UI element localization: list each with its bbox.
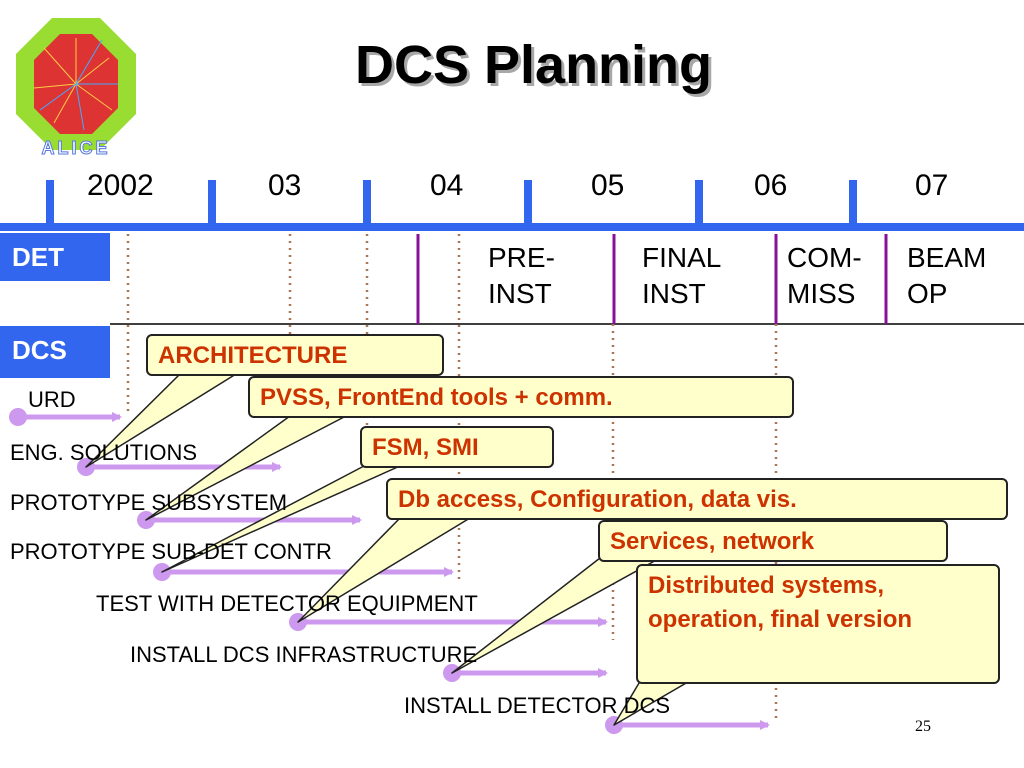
timeline-tick <box>46 180 54 226</box>
slide-title: DCS Planning <box>355 35 713 95</box>
callout-services-network: Services, network <box>598 520 948 562</box>
timeline-tick <box>208 180 216 226</box>
page-number: 25 <box>915 718 931 735</box>
year-label: 04 <box>430 169 464 202</box>
phase-label-beam-op: BEAM OP <box>907 242 987 309</box>
callout-db-access: Db access, Configuration, data vis. <box>386 478 1008 520</box>
year-label: 03 <box>268 169 302 202</box>
callout-pointer <box>451 557 661 674</box>
timeline-tick <box>363 180 371 226</box>
task-bar-prototype-subdet-contr <box>153 563 454 581</box>
timeline-tick <box>695 180 703 226</box>
timeline-tick <box>524 180 532 226</box>
task-label-eng-solutions: ENG. SOLUTIONS <box>10 440 198 465</box>
timeline-tick <box>849 180 857 226</box>
phase-label-final-inst: FINAL INST <box>642 242 722 309</box>
callout-fsm-smi: FSM, SMI <box>360 426 554 468</box>
year-label: 2002 <box>87 169 154 202</box>
dcs-row-label: DCS <box>0 326 110 378</box>
det-row-label: DET <box>0 233 110 281</box>
task-label-install-dcs-infrastructure: INSTALL DCS INFRASTRUCTURE <box>130 642 478 667</box>
callout-distributed-systems: Distributed systems, operation, final ve… <box>636 564 1000 684</box>
task-bar-install-detector-dcs <box>605 716 770 734</box>
task-label-test-detector-equipment: TEST WITH DETECTOR EQUIPMENT <box>96 591 478 616</box>
task-label-install-detector-dcs: INSTALL DETECTOR DCS <box>404 693 671 718</box>
logo-text: ALICE <box>41 138 111 159</box>
phase-label-pre-inst: PRE- INST <box>488 242 555 309</box>
task-bar-urd <box>9 408 122 426</box>
year-label: 05 <box>591 169 625 202</box>
alice-logo: ALICE <box>14 18 138 159</box>
year-label: 07 <box>915 169 949 202</box>
task-label-prototype-subdet-contr: PROTOTYPE SUB-DET CONTR <box>10 539 332 564</box>
year-label: 06 <box>754 169 788 202</box>
phase-label-com-miss: COM- MISS <box>787 242 862 309</box>
task-label-urd: URD <box>28 387 76 412</box>
callout-architecture: ARCHITECTURE <box>146 334 444 376</box>
timeline-axis <box>0 223 1024 231</box>
task-label-prototype-subsystem: PROTOTYPE SUBSYSTEM <box>10 490 288 515</box>
callout-pvss-frontend: PVSS, FrontEnd tools + comm. <box>248 376 794 418</box>
